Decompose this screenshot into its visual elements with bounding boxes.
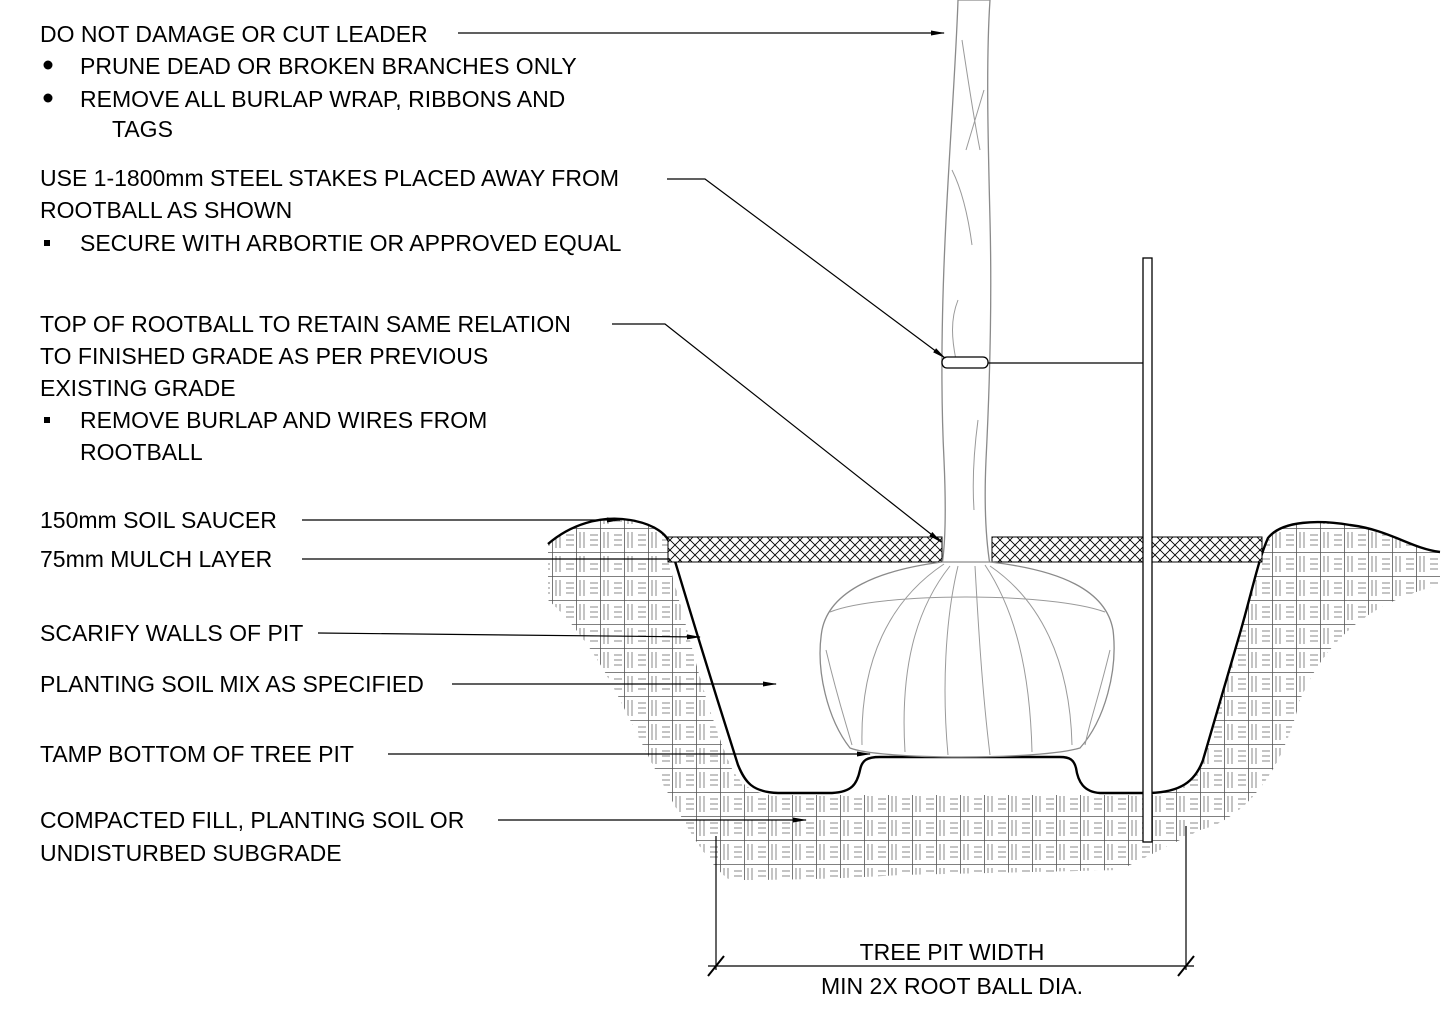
trunk-bark-lines (951, 39, 985, 511)
compacted-fill-label-line-2: UNDISTURBED SUBGRADE (40, 840, 342, 866)
mulch-layer-right (991, 536, 1263, 563)
tree-trunk (941, 0, 992, 566)
soil-saucer-label: 150mm SOIL SAUCER (40, 507, 277, 533)
root-ball (819, 561, 1115, 758)
bullet-square (44, 240, 50, 246)
arbortie-loop (941, 356, 989, 369)
mulch-layer-left (667, 536, 943, 563)
bullet-square (44, 417, 50, 423)
surrounding-soil (548, 518, 1440, 880)
stake-note-line-2: ROOTBALL AS SHOWN (40, 197, 292, 223)
rootball-note-line-1: TOP OF ROOTBALL TO RETAIN SAME RELATION (40, 311, 571, 337)
dimension-label-line-2: MIN 2X ROOT BALL DIA. (821, 973, 1083, 999)
leader-bullet-1: PRUNE DEAD OR BROKEN BRANCHES ONLY (80, 53, 577, 79)
stake-note-line-1: USE 1-1800mm STEEL STAKES PLACED AWAY FR… (40, 165, 619, 191)
mulch-layer-label: 75mm MULCH LAYER (40, 546, 272, 572)
scarify-walls-label: SCARIFY WALLS OF PIT (40, 620, 303, 646)
rootball-note-line-3: EXISTING GRADE (40, 375, 236, 401)
rootball-callout-line (612, 323, 942, 543)
compacted-fill-label-line-1: COMPACTED FILL, PLANTING SOIL OR (40, 807, 464, 833)
leader-note: DO NOT DAMAGE OR CUT LEADER (40, 21, 428, 47)
bullet-dot (43, 60, 53, 70)
rootball-note-line-2: TO FINISHED GRADE AS PER PREVIOUS (40, 343, 488, 369)
dimension-label-line-1: TREE PIT WIDTH (860, 939, 1045, 965)
scarify-callout-line (317, 632, 701, 640)
steel-stake (1142, 257, 1153, 843)
dimension-tick-left (707, 955, 725, 977)
rootball-bullet-continuation: ROOTBALL (80, 439, 203, 465)
stake-callout-line (667, 178, 946, 359)
stake-bullet: SECURE WITH ARBORTIE OR APPROVED EQUAL (80, 230, 622, 256)
root-ball-burlap-lines (825, 563, 1111, 756)
tamp-bottom-label: TAMP BOTTOM OF TREE PIT (40, 741, 354, 767)
planting-soil-label: PLANTING SOIL MIX AS SPECIFIED (40, 671, 424, 697)
dimension-tick-right (1177, 955, 1195, 977)
leader-bullet-2: REMOVE ALL BURLAP WRAP, RIBBONS AND (80, 86, 565, 112)
bullet-dot (43, 93, 53, 103)
leader-bullet-2-continuation: TAGS (112, 116, 173, 142)
rootball-bullet: REMOVE BURLAP AND WIRES FROM (80, 407, 487, 433)
